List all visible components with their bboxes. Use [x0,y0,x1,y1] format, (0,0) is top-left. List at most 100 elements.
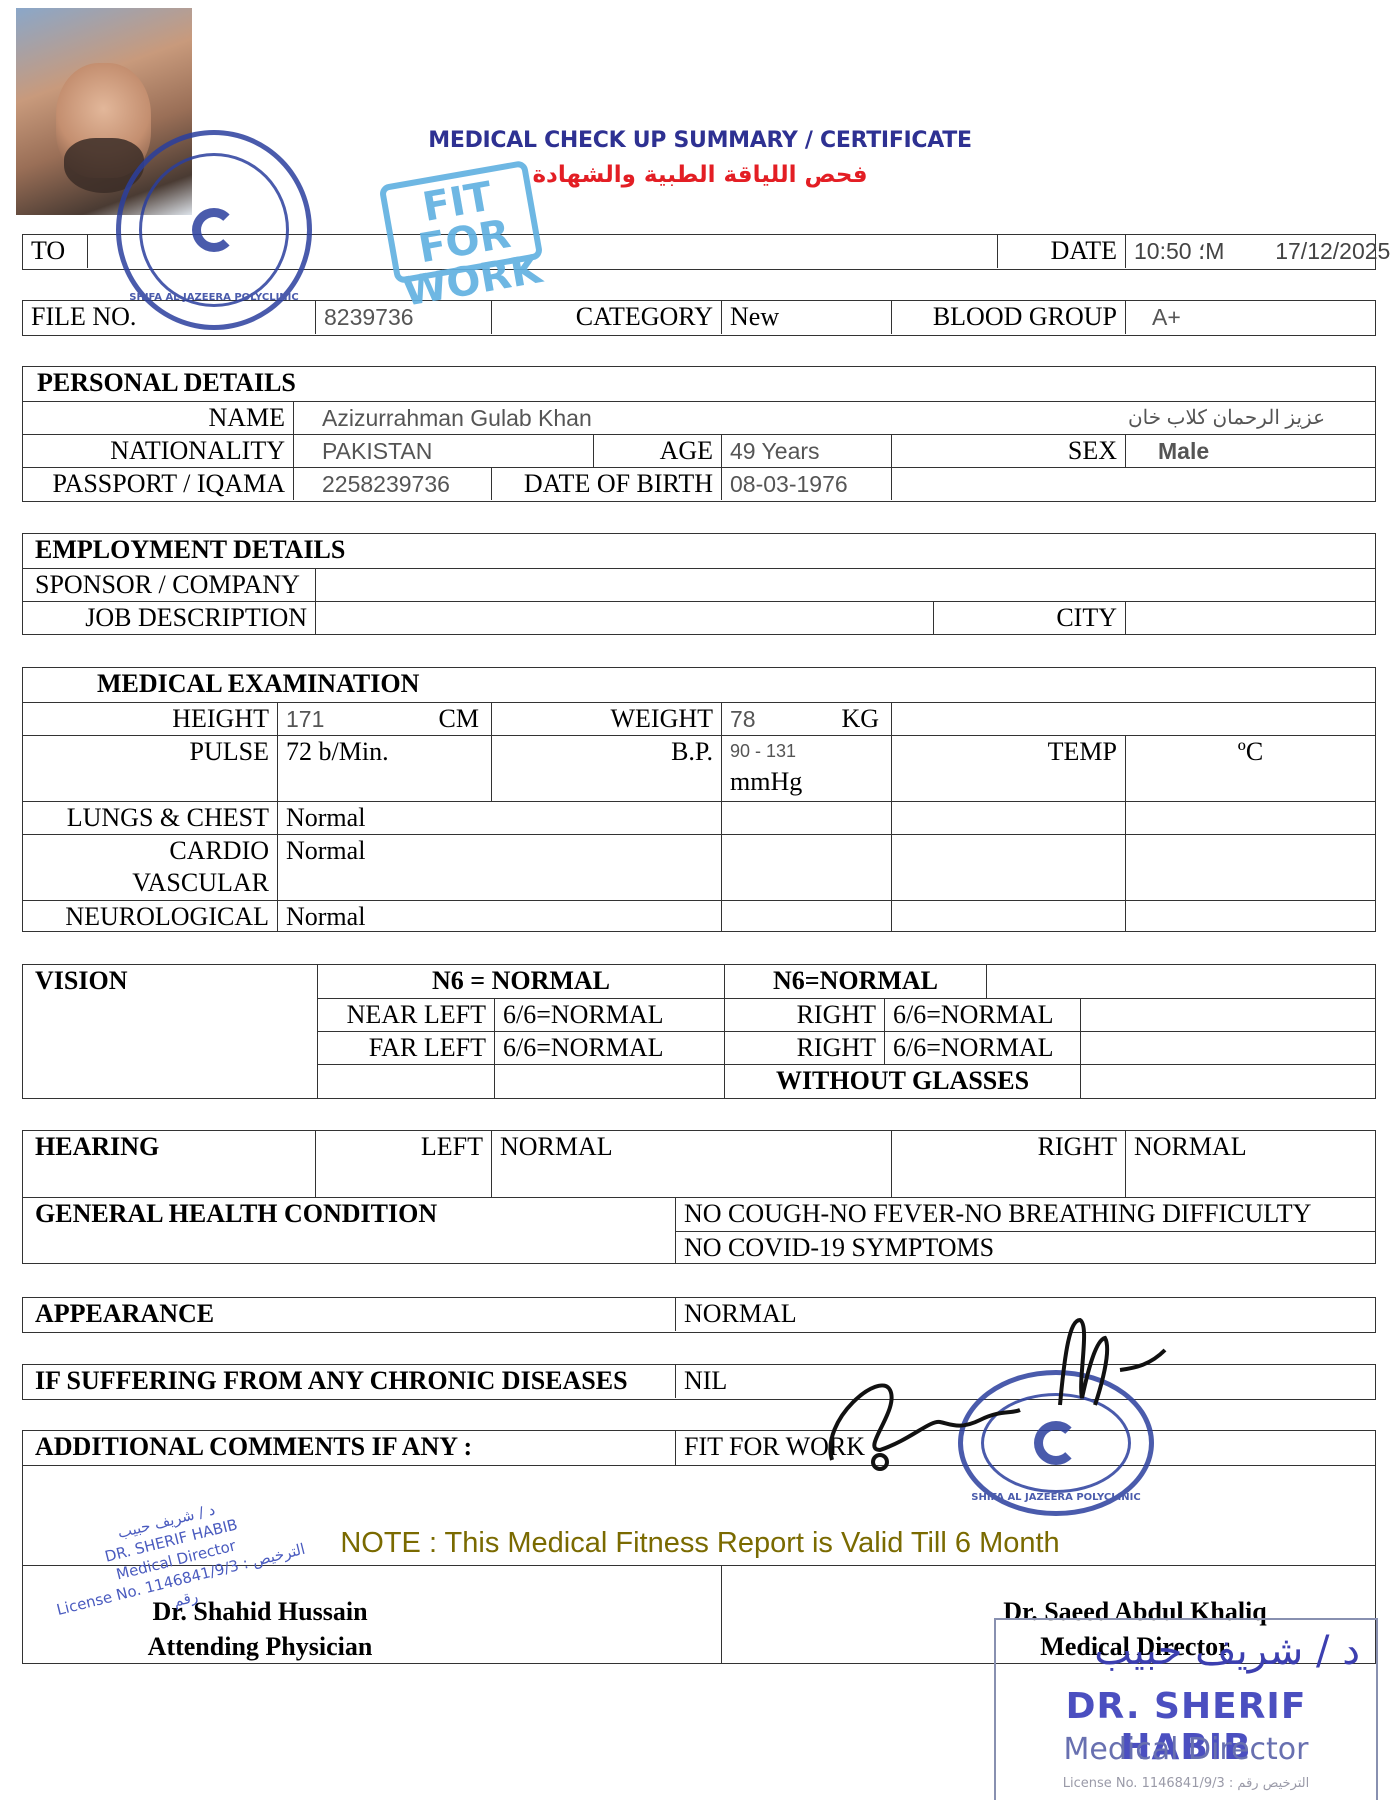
chronic-table: IF SUFFERING FROM ANY CHRONIC DISEASES N… [22,1364,1376,1400]
empty-cell [891,802,1125,834]
blood-group-value: A+ [1125,301,1375,334]
empty-cell [318,1065,494,1098]
pulse-label: PULSE [189,737,269,766]
general-health-row: GENERAL HEALTH CONDITION NO COUGH-NO FEV… [23,1197,1375,1263]
dob-label: DATE OF BIRTH [491,468,721,500]
name-value-arabic: عزيز الرحمان كلاب خان [1127,407,1325,429]
employment-heading: EMPLOYMENT DETAILS [35,535,346,564]
vision-near-row: NEAR LEFT 6/6=NORMAL RIGHT 6/6=NORMAL [317,998,1375,1031]
job-label: JOB DESCRIPTION [85,603,307,632]
large-stamp-license: License No. 1146841/9/3 : الترخيص رقم [1062,1776,1310,1791]
clinic-stamp-top: SHIFA AL JAZEERA POLYCLINIC [116,130,312,330]
name-label: NAME [208,403,285,432]
passport-value: 2258239736 [293,468,491,500]
vision-table: VISION N6 = NORMAL N6=NORMAL NEAR LEFT 6… [22,964,1376,1099]
height-row-empty [891,703,1375,735]
appearance-row: APPEARANCE NORMAL [23,1298,1375,1331]
file-row: FILE NO. 8239736 CATEGORY New BLOOD GROU… [23,301,1375,334]
date-cell: 10:50 ؛M 17/12/2025 [1125,235,1390,268]
signature-stroke [1058,1317,1167,1406]
near-left-label: NEAR LEFT [346,1000,486,1029]
nationality-row: NATIONALITY PAKISTAN AGE 49 Years SEX Ma… [23,434,1375,467]
height-value: 171 [286,706,325,732]
medical-examination-table: MEDICAL EXAMINATION HEIGHT 171 CM WEIGHT… [22,667,1376,932]
personal-details-table: PERSONAL DETAILS NAME Azizurrahman Gulab… [22,366,1376,502]
empty-cell [1080,999,1376,1031]
right-signature-cell [721,1566,1375,1663]
empty-cell [721,802,891,834]
sponsor-value [315,569,1375,601]
chronic-row: IF SUFFERING FROM ANY CHRONIC DISEASES N… [23,1365,1375,1398]
empty-cell [1080,1065,1376,1098]
appearance-table: APPEARANCE NORMAL [22,1297,1376,1333]
personal-heading-row: PERSONAL DETAILS [23,367,1375,401]
sex-value: Male [1125,435,1375,467]
bp-value: 90 - 131 [730,741,797,761]
nationality-value: PAKISTAN [293,435,593,467]
stamp-inner-ring [139,153,289,307]
hearing-general-table: HEARING LEFT NORMAL RIGHT NORMAL GENERAL… [22,1130,1376,1264]
sex-label: SEX [891,435,1125,467]
medical-director-title: Medical Director [1040,1632,1230,1661]
nationality-label: NATIONALITY [110,436,285,465]
height-weight-row: HEIGHT 171 CM WEIGHT 78 KG [23,702,1375,735]
date-time: 10:50 ؛M [1134,238,1225,264]
vision-glasses-row: WITHOUT GLASSES [317,1064,1375,1098]
near-right-value: 6/6=NORMAL [884,999,1080,1031]
general-health-line1: NO COUGH-NO FEVER-NO BREATHING DIFFICULT… [675,1198,1375,1231]
weight-label: WEIGHT [491,703,721,735]
far-right-label: RIGHT [724,1032,884,1064]
signature-row [23,1565,1375,1663]
stamp-crescent-icon [192,208,236,252]
lungs-row: LUNGS & CHEST Normal [23,801,1375,834]
lungs-label: LUNGS & CHEST [66,803,269,832]
comments-label: ADDITIONAL COMMENTS IF ANY : [35,1432,473,1461]
employment-details-table: EMPLOYMENT DETAILS SPONSOR / COMPANY JOB… [22,533,1376,635]
bp-unit: mmHg [730,767,803,796]
director-stamp-large: د / شريف حبيب DR. SHERIF HABIB Medical D… [994,1618,1378,1800]
cardio-value: Normal [277,835,721,900]
lungs-value: Normal [277,802,721,834]
attending-physician-title: Attending Physician [147,1632,373,1661]
personal-heading: PERSONAL DETAILS [37,368,296,397]
large-stamp-name: DR. SHERIF HABIB [1065,1686,1307,1768]
cardio-label-line2: VASCULAR [132,868,269,897]
date-label: DATE [997,235,1125,268]
temp-unit: ºC [1125,736,1375,801]
empty-cell [891,901,1125,931]
general-health-line2: NO COVID-19 SYMPTOMS [675,1231,1375,1263]
note-row [23,1465,1375,1565]
city-value [1125,602,1375,634]
director-signature [828,1317,1167,1471]
vision-n6-right: N6=NORMAL [724,965,986,998]
temp-label: TEMP [891,736,1125,801]
name-row: NAME Azizurrahman Gulab Khan عزيز الرحما… [23,401,1375,434]
large-stamp-title: Medical Director [1063,1732,1309,1767]
neuro-label: NEUROLOGICAL [65,902,269,931]
clinic-stamp-text-bottom: SHIFA AL JAZEERA POLYCLINIC [971,1492,1141,1503]
cardio-label-line1: CARDIO [169,836,269,865]
to-value [87,235,997,268]
age-label: AGE [593,435,721,467]
employment-heading-row: EMPLOYMENT DETAILS [23,534,1375,568]
medical-director-name: Dr. Saeed Abdul Khaliq [1003,1597,1267,1626]
bp-label: B.P. [491,736,721,801]
neuro-value: Normal [277,901,721,931]
chronic-label: IF SUFFERING FROM ANY CHRONIC DISEASES [35,1366,628,1395]
hearing-right-value: NORMAL [1125,1131,1375,1197]
empty-cell [1125,802,1375,834]
to-label: TO [31,236,66,265]
document-title-arabic: فحص اللياقة الطبية والشهادة [532,162,868,188]
job-value [315,602,933,634]
date-value: 17/12/2025 [1275,238,1391,264]
patient-photo [16,8,192,215]
to-date-table: TO DATE 10:50 ؛M 17/12/2025 [22,234,1390,270]
validity-note: NOTE : This Medical Fitness Report is Va… [340,1527,1060,1559]
medical-heading-row: MEDICAL EXAMINATION [23,668,1375,702]
attending-physician-name: Dr. Shahid Hussain [152,1597,368,1626]
near-right-label: RIGHT [724,999,884,1031]
height-cell: 171 CM [277,703,491,735]
vision-far-row: FAR LEFT 6/6=NORMAL RIGHT 6/6=NORMAL [317,1031,1375,1064]
document-title: MEDICAL CHECK UP SUMMARY / CERTIFICATE [428,128,972,153]
blood-group-label: BLOOD GROUP [891,301,1125,334]
